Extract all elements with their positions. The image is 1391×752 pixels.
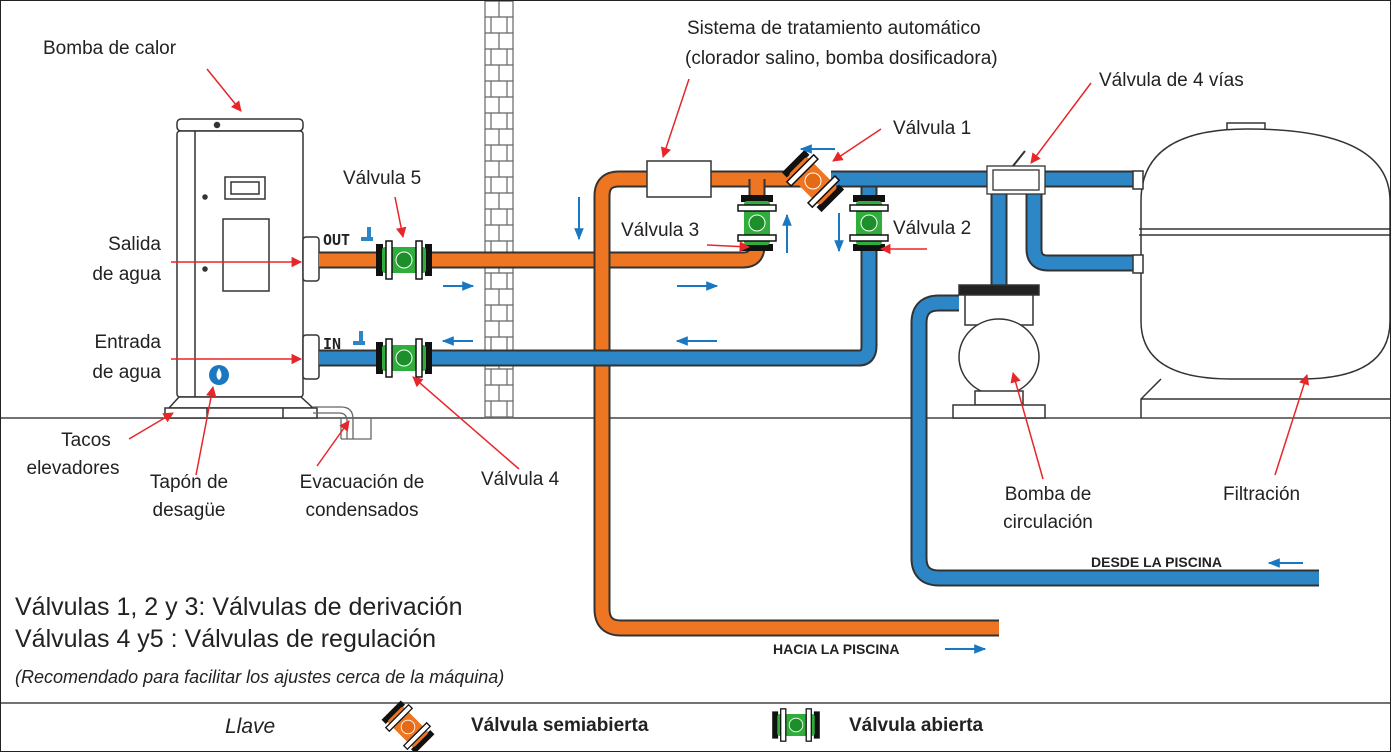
- note-recommendation: (Recomendado para facilitar los ajustes …: [15, 667, 505, 687]
- heat-pump: [164, 118, 320, 419]
- label-drain-plug-2: desagüe: [152, 500, 226, 521]
- in-port-icon: [353, 331, 365, 345]
- label-heat-pump: Bomba de calor: [43, 38, 177, 59]
- label-drain-plug-1: Tapón de: [149, 472, 229, 493]
- label-valve-5: Válvula 5: [343, 168, 422, 189]
- note-regulation-valves: Válvulas 4 y5 : Válvulas de regulación: [15, 625, 437, 653]
- valve-1[interactable]: [779, 147, 847, 215]
- label-to-pool: HACIA LA PISCINA: [773, 641, 900, 657]
- label-water-inlet-1: Entrada: [94, 332, 161, 353]
- legend-open: Válvula abierta: [849, 715, 984, 736]
- four-way-valve: [986, 150, 1046, 195]
- valve-5[interactable]: [375, 240, 433, 280]
- label-valve-4: Válvula 4: [481, 469, 560, 490]
- legend-half-open: Válvula semiabierta: [471, 715, 649, 736]
- label-treatment-system-1: Sistema de tratamiento automático: [687, 18, 981, 39]
- label-circulation-pump-1: Bomba de: [1004, 484, 1092, 505]
- callout-pointers: [128, 68, 1310, 480]
- label-valve-2: Válvula 2: [893, 218, 972, 239]
- label-valve-1: Válvula 1: [893, 118, 972, 139]
- circulation-pump: [952, 284, 1046, 419]
- label-valve-3: Válvula 3: [621, 220, 700, 241]
- label-filtration: Filtración: [1223, 484, 1301, 505]
- valve-4[interactable]: [375, 338, 433, 378]
- valve-3[interactable]: [737, 194, 777, 252]
- label-circulation-pump-2: circulación: [1003, 512, 1093, 533]
- label-risers-2: elevadores: [26, 458, 120, 479]
- legend-open-valve-icon: [771, 708, 821, 742]
- label-risers-1: Tacos: [61, 430, 111, 451]
- out-port-icon: [361, 227, 373, 241]
- legend-title: Llave: [225, 715, 276, 738]
- cold-pipe: [319, 170, 1319, 587]
- legend-half-open-valve-icon: [379, 698, 437, 751]
- label-from-pool: DESDE LA PISCINA: [1091, 554, 1222, 570]
- note-bypass-valves: Válvulas 1, 2 y 3: Válvulas de derivació…: [15, 593, 463, 621]
- flow-arrows: [441, 144, 1303, 654]
- label-treatment-system-2: (clorador salino, bomba dosificadora): [685, 48, 998, 69]
- port-out-label: OUT: [323, 231, 351, 249]
- label-water-outlet-2: de agua: [92, 264, 161, 285]
- condensate-drain: [313, 406, 372, 440]
- filtration-tank: [1132, 122, 1390, 418]
- label-water-outlet-1: Salida: [108, 234, 161, 255]
- treatment-system-box: [646, 160, 712, 198]
- label-condensate-1: Evacuación de: [299, 472, 425, 493]
- port-in-label: IN: [323, 335, 342, 353]
- label-water-inlet-2: de agua: [92, 362, 161, 383]
- label-condensate-2: condensados: [305, 500, 419, 521]
- label-four-way-valve: Válvula de 4 vías: [1099, 70, 1244, 91]
- valve-2[interactable]: [849, 194, 889, 252]
- brick-wall: [484, 1, 514, 419]
